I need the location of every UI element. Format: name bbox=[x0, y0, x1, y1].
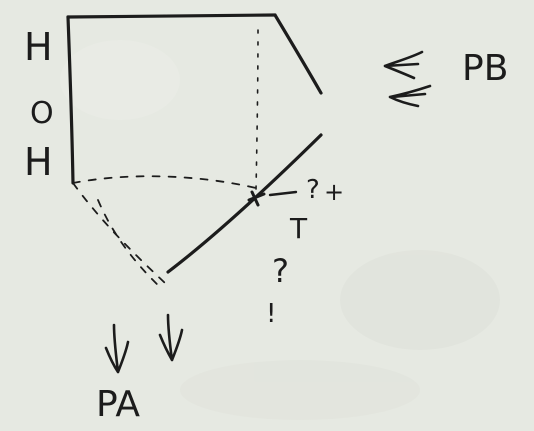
paper-texture bbox=[60, 40, 500, 420]
label-plus-upper: + bbox=[324, 178, 344, 206]
label-t: T bbox=[289, 212, 308, 245]
box-top-edge bbox=[66, 13, 277, 19]
label-h-bottom: H bbox=[24, 140, 53, 184]
label-bang: ! bbox=[266, 299, 276, 329]
pointer-stroke bbox=[268, 190, 298, 197]
dashed-curve-lower bbox=[97, 199, 164, 291]
dashed-diagonal-lower bbox=[72, 182, 166, 284]
box-left-edge bbox=[66, 15, 75, 185]
label-pb: PB bbox=[462, 48, 508, 89]
dashed-vertical bbox=[255, 29, 259, 191]
label-pa: PA bbox=[96, 384, 140, 425]
label-o: O bbox=[30, 96, 54, 131]
label-question-lower: ? bbox=[272, 252, 289, 290]
box-right-slant-edge bbox=[273, 13, 323, 95]
arrow-down-icon bbox=[158, 313, 184, 362]
arrow-down-icon bbox=[104, 323, 130, 374]
arrow-left-icon bbox=[388, 84, 432, 108]
dashed-horizontal bbox=[72, 175, 257, 189]
arrow-left-icon bbox=[383, 50, 424, 80]
label-question-upper: ? bbox=[306, 175, 320, 205]
intersection-mark bbox=[247, 190, 266, 207]
diagonal-line bbox=[166, 133, 323, 274]
label-h-top: H bbox=[24, 25, 53, 69]
